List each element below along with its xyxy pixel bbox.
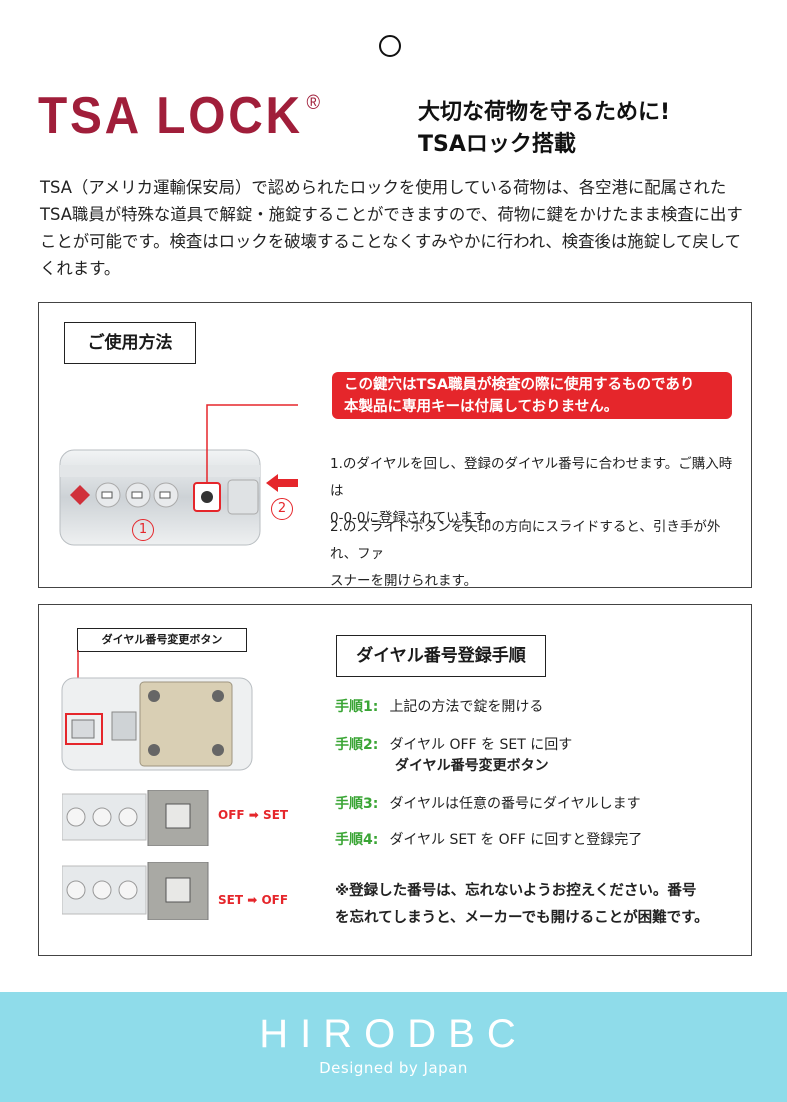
footer-band [0, 992, 787, 1102]
off-to-set: OFF ➡ SET [218, 808, 289, 822]
arrow-right-icon: ➡ [248, 808, 259, 822]
lock-illustration [59, 404, 298, 546]
dial-change-button-label: ダイヤル番号変更ボタン [77, 628, 247, 652]
dial-off-illustration [62, 790, 209, 846]
brand-tagline: Designed by Japan [319, 1059, 468, 1077]
arrow-right-icon: ➡ [247, 893, 258, 907]
arrow-left-icon [266, 474, 298, 492]
headline-line1: 大切な荷物を守るために! [418, 100, 671, 125]
register-step-1: 手順1: 上記の方法で錠を開ける [335, 699, 544, 715]
tsa-lock-logo: TSA LOCK® [38, 87, 323, 145]
headline-line2: TSAロック搭載 [418, 132, 576, 157]
usage-step-1: 1.のダイヤルを回し、登録のダイヤル番号に合わせます。ご購入時は 0-0-0に登… [330, 456, 733, 526]
set-to-off: SET ➡ OFF [218, 893, 289, 907]
lock-back-illustration [61, 650, 253, 771]
register-step-3: 手順3: ダイヤルは任意の番号にダイヤルします [335, 796, 641, 812]
register-step-4: 手順4: ダイヤル SET を OFF に回すと登録完了 [335, 832, 643, 848]
marker-2: 2 [271, 498, 293, 520]
register-title: ダイヤル番号登録手順 [336, 635, 546, 677]
keyhole-callout: この鍵穴はTSA職員が検査の際に使用するものであり 本製品に専用キーは付属してお… [332, 372, 732, 419]
marker-1: 1 [132, 519, 154, 541]
hang-hole-icon [379, 35, 401, 57]
intro-paragraph: TSA（アメリカ運輸保安局）で認められたロックを使用している荷物は、各空港に配属… [40, 178, 743, 278]
register-note: ※登録した番号は、忘れないようお控えください。番号 を忘れてしまうと、メーカーで… [335, 883, 709, 926]
usage-title: ご使用方法 [64, 322, 196, 364]
usage-step-2: 2.のスライドボタンを矢印の方向にスライドすると、引き手が外れ、ファ スナーを開… [330, 519, 721, 589]
brand-logo: HIRODBC [259, 1012, 528, 1056]
register-step-2-sub: ダイヤル番号変更ボタン [395, 758, 549, 774]
dial-set-illustration [62, 862, 209, 920]
register-step-2: 手順2: ダイヤル OFF を SET に回す [335, 737, 573, 753]
